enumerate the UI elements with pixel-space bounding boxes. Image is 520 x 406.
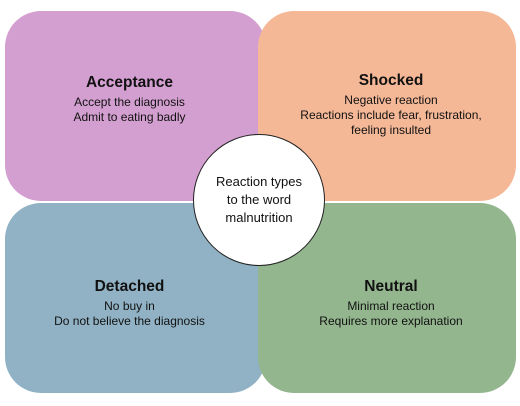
neutral-title: Neutral (364, 277, 418, 295)
quadrant-neutral: Neutral Minimal reaction Requires more e… (258, 203, 516, 393)
acceptance-line-2: Admit to eating badly (73, 109, 186, 124)
neutral-line-1: Minimal reaction (347, 298, 435, 313)
shocked-line-2: Reactions include fear, frustration, (300, 108, 482, 122)
detached-line-1: No buy in (104, 298, 155, 313)
quadrant-acceptance: Acceptance Accept the diagnosis Admit to… (5, 11, 266, 201)
quadrant-detached: Detached No buy in Do not believe the di… (5, 203, 266, 393)
acceptance-title: Acceptance (85, 73, 173, 91)
shocked-line-1: Negative reaction (344, 93, 438, 107)
shocked-line-3: feeling insulted (350, 123, 432, 137)
shocked-title: Shocked (358, 72, 424, 89)
detached-title: Detached (94, 277, 165, 295)
center-label: Reaction types to the word malnutrition (216, 174, 302, 225)
detached-line-2: Do not believe the diagnosis (54, 313, 205, 328)
acceptance-line-1: Accept the diagnosis (74, 94, 185, 109)
center-circle: Reaction types to the word malnutrition (193, 134, 325, 266)
neutral-line-2: Requires more explanation (319, 313, 463, 328)
